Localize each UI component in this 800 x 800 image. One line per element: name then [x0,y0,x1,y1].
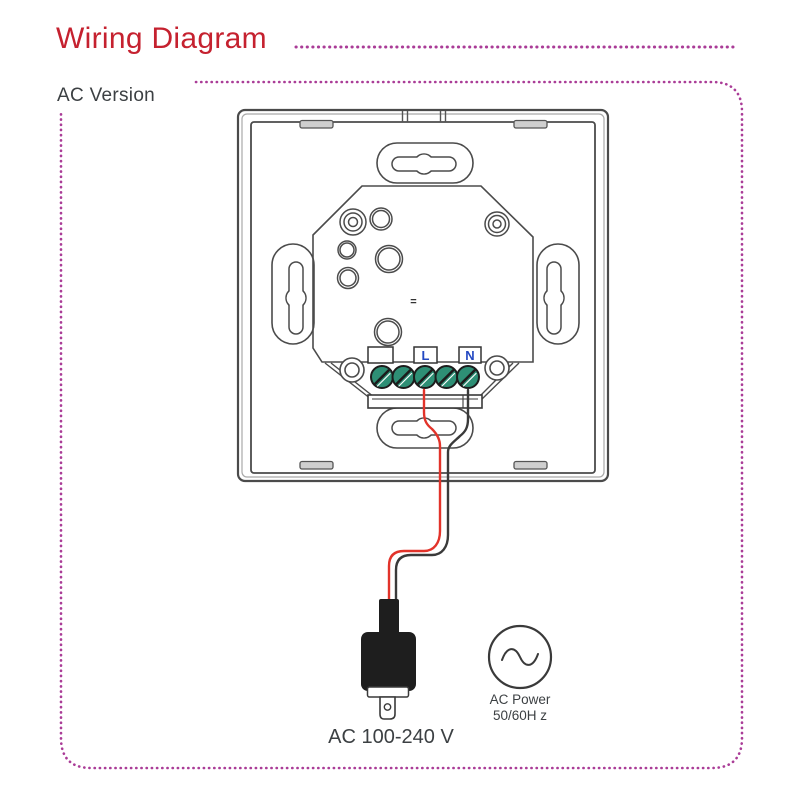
switch-back-panel: = L N [236,108,610,483]
outer-frame-bevel [241,113,605,478]
plug-strain-relief [379,599,399,637]
plug-face [366,686,410,698]
frame-clip-bottom-right [513,460,548,470]
mounting-screw-right [484,355,510,381]
terminal-screw [456,365,480,389]
mounting-screw-left [339,357,365,383]
inner-frame [250,121,596,474]
frame-notch-marks [401,111,447,122]
plug-prong-hole [383,703,392,711]
plug-body [361,632,416,691]
terminal-screws [370,365,480,389]
terminal-label-n: N [465,348,474,363]
keyhole-slot-left [285,261,307,335]
outer-frame [236,108,610,483]
power-plug [361,599,416,720]
ac-power-label: AC Power [489,692,551,707]
frame-clip-top-left [299,119,334,129]
equals-mark: = [410,296,416,308]
terminal-screw [391,365,416,389]
terminal-label-box-blank [367,346,394,364]
terminal-label-box-neutral [458,346,482,364]
page-title: Wiring Diagram [56,22,267,55]
section-label-ac-version: AC Version [57,85,156,106]
ac-power-freq-label: 50/60H z [492,708,548,723]
terminal-label-l: L [422,348,430,363]
plug-voltage-label: AC 100-240 V [328,726,454,748]
octagon-plate [312,185,534,363]
terminal-screw [434,365,459,389]
plate-screw-holes [336,207,510,347]
sine-wave-icon [501,648,539,666]
keyhole-slot-bottom [391,417,457,439]
frame-clip-top-right [513,119,548,129]
frame-clip-bottom-left [299,460,334,470]
terminal-label-box-live [413,346,438,364]
neutral-wire [394,388,470,603]
keyhole-slot-right [543,261,565,335]
terminal-screw [413,365,437,389]
live-wire [387,388,442,603]
keyhole-slot-top [391,153,457,175]
ac-power-symbol [487,624,553,690]
terminal-screw [370,365,394,389]
